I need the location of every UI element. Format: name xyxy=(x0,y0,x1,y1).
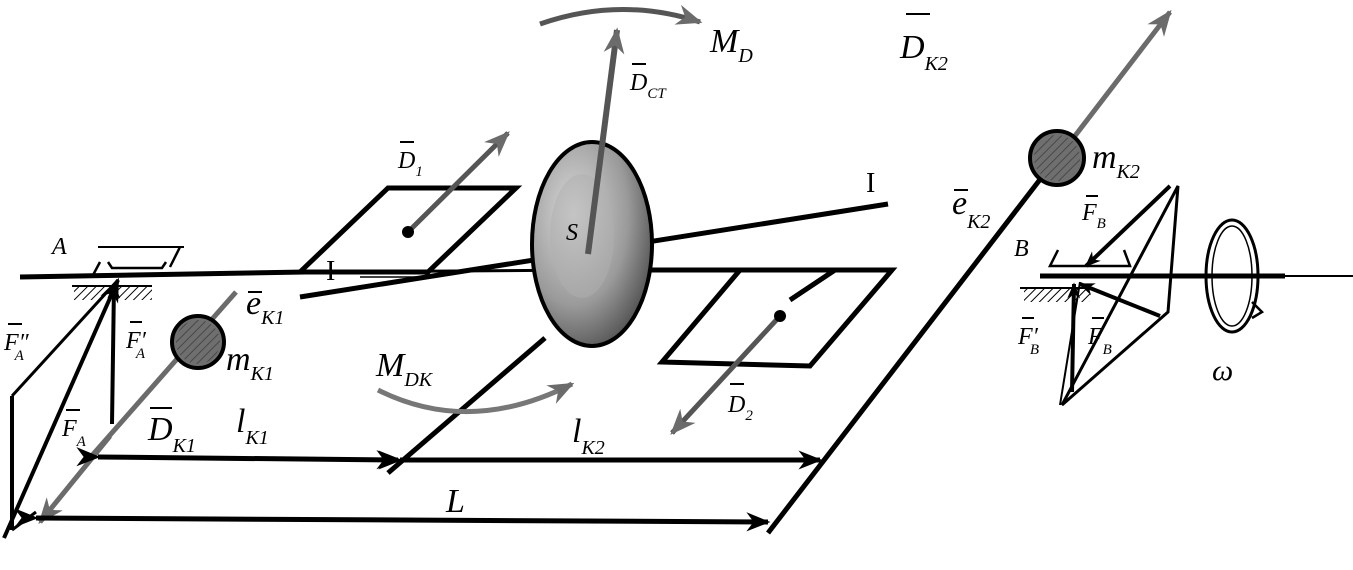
label-e-k1: eK1 xyxy=(246,285,284,329)
label-d-1: D1 xyxy=(397,148,423,180)
plane-1-center xyxy=(402,226,414,238)
label-omega: ω xyxy=(1212,354,1233,387)
label-length-l: L xyxy=(445,483,465,520)
disk-mark: S xyxy=(566,220,578,246)
plane-2-center xyxy=(774,310,786,322)
rotor-disk-face xyxy=(550,174,614,298)
label-l-k1: lK1 xyxy=(236,403,269,449)
m-d-arrow xyxy=(539,4,703,27)
plane-2-divider xyxy=(788,267,837,303)
dk2-vector xyxy=(1056,9,1172,160)
label-f-a: FA xyxy=(61,416,87,450)
plane-1 xyxy=(293,185,523,275)
label-m-dk: MDK xyxy=(375,347,434,391)
label-l-k2: lK2 xyxy=(572,413,605,459)
d1-vector xyxy=(406,131,510,234)
mk2-radius-line xyxy=(766,158,1057,535)
label-f-b-lower: FB xyxy=(1087,324,1112,358)
omega-rotation-icon xyxy=(1204,218,1265,334)
mass-k1-hatch xyxy=(176,320,220,364)
label-support-b: B xyxy=(1014,236,1029,262)
label-section-left: I xyxy=(326,256,335,287)
label-support-a: A xyxy=(50,234,67,260)
label-f-a2: F″A xyxy=(3,330,30,364)
label-m-k2-text: mK2 xyxy=(1092,139,1140,183)
force-diagram-b xyxy=(1059,184,1180,407)
label-d-k2: DK2 xyxy=(899,29,948,75)
label-d-k1: DK1 xyxy=(147,411,196,457)
label-f-b1: F′B xyxy=(1017,324,1039,358)
plane-2 xyxy=(656,267,898,369)
label-f-b: FB xyxy=(1081,200,1106,232)
mass-k2-hatch xyxy=(1034,135,1080,181)
overbars xyxy=(8,13,1104,411)
label-f-a1: F′A xyxy=(125,328,147,362)
dimension-lines xyxy=(14,447,823,532)
m-dk-arrow xyxy=(376,381,575,415)
label-e-k2: eK2 xyxy=(952,185,990,233)
label-m-k1: mK1 xyxy=(226,341,274,385)
d2-vector xyxy=(670,314,782,435)
label-m-d: MD xyxy=(709,23,753,67)
d-st-vector xyxy=(585,27,625,255)
dk1-vector xyxy=(38,434,112,525)
label-section-right: I xyxy=(866,168,875,199)
label-d-st: DCT xyxy=(629,70,667,102)
label-d-2: D2 xyxy=(727,392,753,424)
shaft xyxy=(19,267,1353,280)
